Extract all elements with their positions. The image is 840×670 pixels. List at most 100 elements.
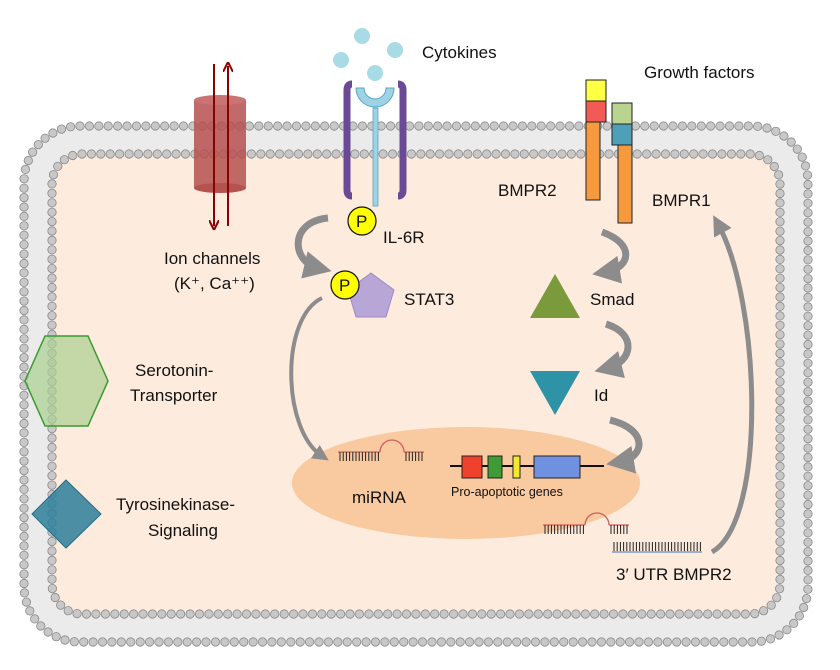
lipid-head (19, 202, 29, 212)
lipid-head (267, 637, 277, 647)
lipid-head (510, 149, 520, 159)
lipid-head (489, 121, 499, 131)
lipid-head (775, 179, 785, 189)
lipid-head (154, 637, 164, 647)
lipid-head (322, 149, 332, 159)
il6r-label: IL-6R (383, 228, 425, 247)
lipid-head (314, 637, 324, 647)
lipid-head (53, 161, 63, 171)
lipid-head (21, 597, 32, 607)
lipid-head (194, 609, 205, 619)
lipid-head (50, 592, 60, 603)
lipid-head (43, 627, 53, 637)
lipid-head (775, 480, 785, 490)
lipid-head (380, 637, 390, 647)
lipid-head (115, 149, 125, 159)
lipid-head (364, 609, 374, 619)
lipid-head (23, 155, 33, 166)
lipid-head (753, 121, 763, 131)
lipid-head (354, 609, 364, 619)
lipid-head (47, 263, 57, 274)
lipid-head (279, 609, 289, 619)
lipid-head (385, 121, 396, 131)
lipid-head (521, 637, 531, 647)
lipid-head (762, 123, 772, 133)
lipid-head (719, 637, 729, 647)
lipid-head (698, 149, 708, 159)
lipid-head (775, 377, 785, 387)
lipid-head (775, 386, 785, 396)
lipid-head (670, 149, 680, 159)
lipid-head (590, 609, 600, 619)
lipid-head (19, 531, 29, 542)
lipid-head (383, 609, 393, 619)
lipid-head (775, 311, 785, 321)
lipid-head (79, 637, 89, 647)
id-label: Id (594, 386, 608, 405)
lipid-head (282, 121, 292, 131)
lipid-head (775, 367, 785, 377)
lipid-head (463, 149, 473, 159)
lipid-head (782, 625, 792, 635)
lipid-head (640, 121, 650, 131)
lipid-head (453, 149, 463, 159)
lipid-head (775, 527, 785, 537)
lipid-head (444, 149, 454, 159)
lipid-head (801, 593, 812, 604)
lipid-head (94, 121, 104, 131)
lipid-head (555, 121, 565, 131)
lipid-head (786, 137, 796, 147)
lipid-head (33, 140, 43, 150)
lipid-head (803, 255, 813, 265)
lipid-head (47, 179, 57, 189)
lipid-head (69, 637, 79, 647)
lipid-head (97, 637, 108, 647)
lipid-head (543, 609, 553, 619)
lipid-head (406, 149, 416, 159)
lipid-head (425, 149, 435, 159)
lipid-head (461, 121, 471, 131)
lipid-head (182, 637, 192, 647)
lipid-head (408, 637, 418, 647)
lipid-head (483, 637, 493, 647)
lipid-head (775, 565, 785, 575)
lipid-head (162, 149, 172, 159)
lipid-head (19, 240, 29, 250)
lipid-head (803, 292, 813, 302)
lipid-head (794, 611, 805, 621)
lipid-head (653, 637, 663, 647)
lipid-head (540, 637, 550, 647)
pro-apoptotic-genes-label: Pro-apoptotic genes (451, 485, 563, 499)
lipid-head (517, 121, 528, 131)
lipid-head (458, 609, 468, 619)
lipid-head (19, 183, 29, 193)
lipid-head (404, 121, 415, 131)
lipid-head (574, 121, 584, 131)
lipid-head (77, 149, 87, 159)
lipid-head (326, 609, 336, 619)
lipid-head (803, 302, 813, 312)
lipid-head (803, 528, 813, 538)
phosphate-il6r: P (347, 206, 377, 236)
lipid-head (775, 424, 785, 434)
lipid-head (797, 152, 807, 162)
lipid-head (660, 149, 671, 159)
lipid-head (803, 481, 813, 491)
lipid-head (19, 437, 29, 447)
lipid-head (803, 321, 813, 331)
lipid-head (75, 121, 85, 131)
lipid-head (737, 637, 748, 647)
lipid-head (679, 149, 689, 159)
lipid-head (632, 149, 642, 159)
lipid-head (345, 609, 355, 619)
lipid-head (373, 609, 383, 619)
lipid-head (59, 155, 70, 165)
lipid-head (775, 292, 785, 302)
lipid-head (608, 609, 619, 619)
lipid-head (634, 637, 644, 647)
lipid-head (712, 609, 722, 619)
lipid-head (19, 512, 29, 523)
cytoplasm (38, 140, 794, 628)
lipid-head (803, 377, 813, 387)
lipid-head (178, 121, 189, 131)
